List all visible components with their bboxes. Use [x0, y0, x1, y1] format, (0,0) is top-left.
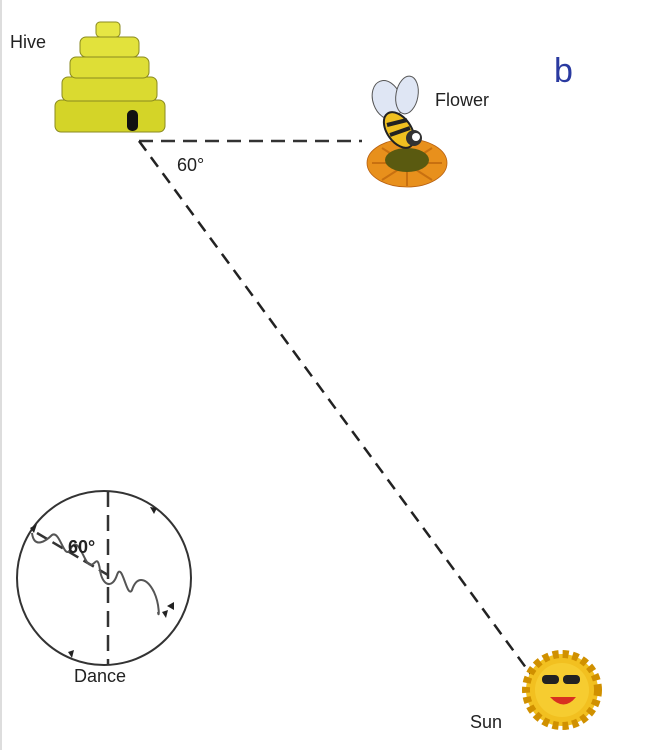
dance-angle-label: 60°: [68, 537, 96, 557]
hive-icon: [54, 21, 166, 133]
hive-label: Hive: [10, 32, 47, 52]
sun-icon: [522, 650, 602, 730]
sun-label: Sun: [470, 712, 503, 732]
panel-letter: b: [554, 52, 573, 90]
angle-label: 60°: [177, 155, 205, 175]
dance-diagram: [16, 490, 192, 666]
dance-label: Dance: [74, 666, 127, 686]
hive-sun-line: [137, 140, 537, 681]
flower-label: Flower: [435, 90, 490, 110]
bee-on-flower-icon: [366, 75, 448, 188]
